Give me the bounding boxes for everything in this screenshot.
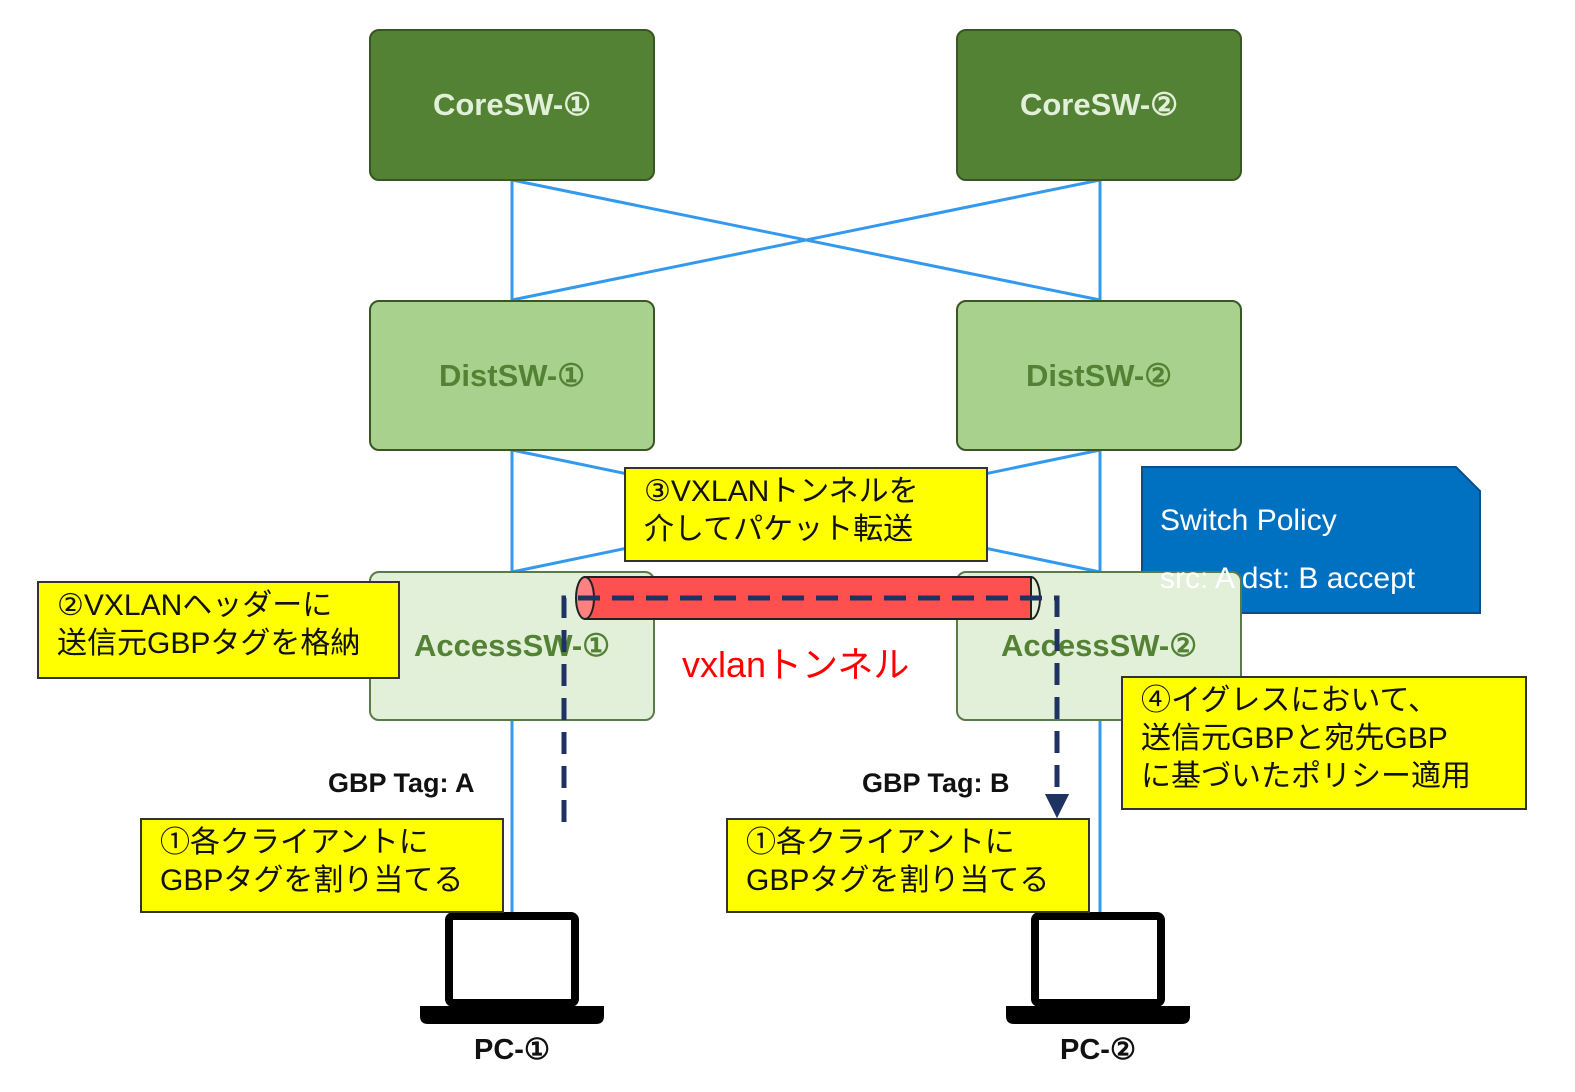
note-step2-line2: 送信元GBPタグを格納: [57, 627, 361, 660]
pc-2-label: PC-②: [1060, 1034, 1136, 1066]
core-switch-2: CoreSW-②: [956, 29, 1242, 181]
laptop-icon: [1006, 912, 1190, 1024]
note-step3-line1: ③VXLANトンネルを: [644, 475, 919, 508]
note-step1-right-line1: ①各クライアントに: [746, 826, 1015, 859]
switch-policy-rule: src: A dst: B accept: [1160, 562, 1416, 595]
note-step1-left: ①各クライアントに GBPタグを割り当てる: [140, 818, 504, 913]
vxlan-tunnel-label: vxlanトンネル: [682, 644, 910, 685]
switch-policy-title: Switch Policy: [1160, 504, 1337, 537]
core-switch-1-label: CoreSW-①: [432, 87, 592, 122]
gbp-tag-b-label: GBP Tag: B: [862, 768, 1010, 798]
dist-switch-2: DistSW-②: [956, 300, 1242, 451]
laptop-icon: [420, 912, 604, 1024]
note-step4-line2: 送信元GBPと宛先GBP: [1141, 722, 1448, 755]
note-step4-line1: ④イグレスにおいて、: [1141, 684, 1438, 717]
link-core2-dist1: [511, 178, 1101, 302]
note-step2-line1: ②VXLANヘッダーに: [57, 589, 333, 622]
packet-flow-path-overlay: [561, 595, 1060, 822]
pc-1-label: PC-①: [474, 1034, 550, 1066]
dist-switch-1-label: DistSW-①: [439, 357, 585, 393]
access-switch-2-label: AccessSW-②: [1000, 628, 1198, 663]
note-step3: ③VXLANトンネルを 介してパケット転送: [624, 467, 988, 562]
note-step1-left-line1: ①各クライアントに: [160, 826, 429, 859]
core-switch-1: CoreSW-①: [369, 29, 655, 181]
core-switch-2-label: CoreSW-②: [1019, 87, 1179, 122]
gbp-tag-a-label: GBP Tag: A: [328, 768, 475, 798]
dist-switch-2-label: DistSW-②: [1026, 357, 1172, 393]
note-step4: ④イグレスにおいて、 送信元GBPと宛先GBP に基づいたポリシー適用: [1121, 676, 1527, 810]
note-step1-left-line2: GBPタグを割り当てる: [160, 864, 464, 897]
note-step1-right-line2: GBPタグを割り当てる: [746, 864, 1050, 897]
dist-switch-1: DistSW-①: [369, 300, 655, 451]
note-step1-right: ①各クライアントに GBPタグを割り当てる: [726, 818, 1090, 913]
access-switch-1-label: AccessSW-①: [413, 628, 611, 663]
note-step3-line2: 介してパケット転送: [644, 513, 914, 546]
note-step2: ②VXLANヘッダーに 送信元GBPタグを格納: [37, 581, 400, 679]
note-step4-line3: に基づいたポリシー適用: [1141, 760, 1471, 793]
flow-arrowhead-overlay: [1045, 794, 1069, 818]
